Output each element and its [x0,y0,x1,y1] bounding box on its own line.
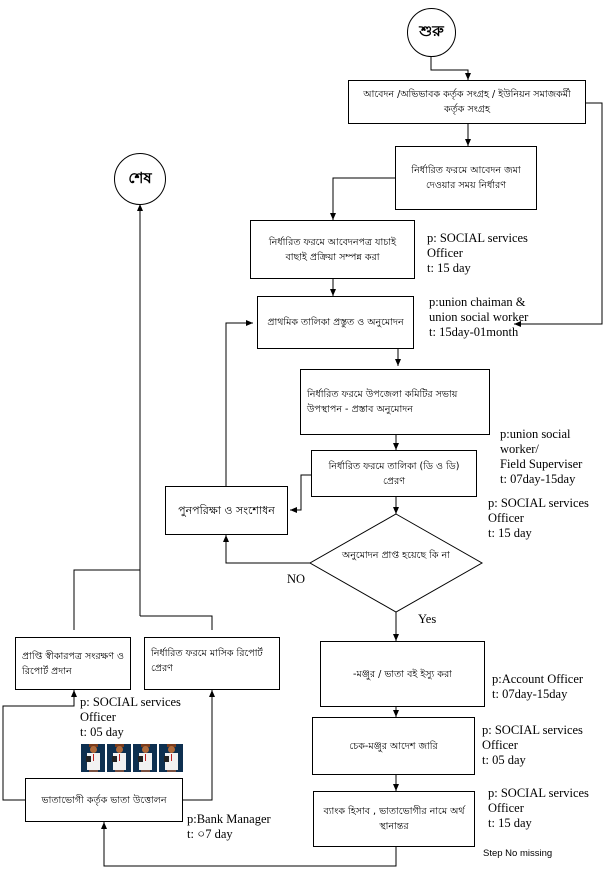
step-text: নির্ধারিত ফরমে আবেদন জমা দেওয়ার সময় নি… [411,165,521,191]
connector-s2-s3 [330,177,395,220]
note-responsible-9: p:Bank Manager t: ০7 day [187,812,271,841]
connector-s11-s13 [183,690,215,801]
person-icon [107,744,131,772]
end-label: শেষ [128,168,152,187]
connector-s10-s11 [101,822,397,867]
connector-s6-s7 [290,474,311,513]
step-box-1: আবেদন /অভিভাবক কর্তৃক সংগ্রহ / ইউনিয়ন স… [348,80,586,124]
note-responsible-5: p:Account Officer t: 07day-15day [492,672,584,701]
note-responsible-2: p:union chaiman & union social worker t:… [429,295,529,339]
step-text: প্রাপ্তি স্বীকারপত্র সংরক্ষণ ও রিপোর্ট প… [22,650,125,677]
step-text: নির্ধারিত ফরমে তালিকা (ডি ও ডি) প্রেরণ [328,460,460,487]
note-responsible-1: p: SOCIAL services Officer t: 15 day [427,231,528,275]
step-text: আবেদন /অভিভাবক কর্তৃক সংগ্রহ / ইউনিয়ন স… [363,89,571,115]
step-box-13: নির্ধারিত ফরমে মাসিক রিপোর্ট প্রেরণ [144,637,280,690]
connector-start-s1 [430,57,471,80]
person-icon [159,744,183,772]
step-text: চেক-মঞ্জুর আদেশ জারি [349,740,438,752]
person-icon [133,744,157,772]
step-box-2: নির্ধারিত ফরমে আবেদন জমা দেওয়ার সময় নি… [395,146,537,210]
connector-s11-s12 [2,690,77,801]
decision-yes-label: Yes [418,612,437,626]
step-text: -মঞ্জুর / ভাতা বই ইস্যু করা [353,668,452,680]
decision-label: অনুমোদন প্রাপ্ত হয়েছে কি না [342,550,450,561]
connector-s12-merge [73,569,140,630]
end-node: শেষ [114,153,166,205]
connector-s7-s4 [225,320,253,486]
connector-s13-merge [140,615,213,630]
step-box-10: ব্যাংক হিসাব , ভাতাভোগীর নামে অর্থ স্থান… [313,791,475,847]
start-node: শুরু [407,8,456,57]
footnote-step-missing: Step No missing [483,848,553,859]
step-box-11: ভাতাভোগী কর্তৃক ভাতা উত্তোলন [25,778,183,822]
step-box-7-review: পুনপরিক্ষা ও সংশোধন [165,486,288,535]
note-responsible-6: p: SOCIAL services Officer t: 05 day [482,723,583,767]
step-text: নির্ধারিত ফরমে আবেদনপত্র যাচাই বাছাই প্র… [268,236,397,263]
note-responsible-3: p:union social worker/ Field Superviser … [500,427,583,486]
connector-decision-s7 [223,535,310,564]
step-text: নির্ধারিত ফরমে মাসিক রিপোর্ট প্রেরণ [151,648,263,674]
step-box-4: প্রাথমিক তালিকা প্রস্তুত ও অনুমোদন [257,296,414,349]
step-text: পুনপরিক্ষা ও সংশোধন [178,504,275,517]
step-text: ব্যাংক হিসাব , ভাতাভোগীর নামে অর্থ স্থান… [323,806,465,832]
step-text: ভাতাভোগী কর্তৃক ভাতা উত্তোলন [41,794,167,806]
decision-no-label: NO [287,572,306,586]
note-responsible-7: p: SOCIAL services Officer t: 15 day [488,786,589,830]
people-group-icon [81,744,183,772]
person-icon [81,744,105,772]
step-box-8: -মঞ্জুর / ভাতা বই ইস্যু করা [320,641,485,707]
step-box-9: চেক-মঞ্জুর আদেশ জারি [312,717,475,775]
step-text: নির্ধারিত ফরমে উপজেলা কমিটির সভায় উপস্থ… [307,389,458,415]
step-box-5: নির্ধারিত ফরমে উপজেলা কমিটির সভায় উপস্থ… [300,369,490,435]
decision-diamond [308,513,484,613]
note-responsible-4: p: SOCIAL services Officer t: 15 day [488,496,589,540]
step-box-3: নির্ধারিত ফরমে আবেদনপত্র যাচাই বাছাই প্র… [250,220,415,279]
connector-s1-s4 [514,102,603,327]
note-responsible-8: p: SOCIAL services Officer t: 05 day [80,695,181,739]
step-box-6: নির্ধারিত ফরমে তালিকা (ডি ও ডি) প্রেরণ [311,450,477,497]
decision-text: অনুমোদন প্রাপ্ত হয়েছে কি না [330,548,462,564]
step-box-12: প্রাপ্তি স্বীকারপত্র সংরক্ষণ ও রিপোর্ট প… [15,637,131,690]
start-label: শুরু [419,22,444,40]
step-text: প্রাথমিক তালিকা প্রস্তুত ও অনুমোদন [267,317,404,328]
